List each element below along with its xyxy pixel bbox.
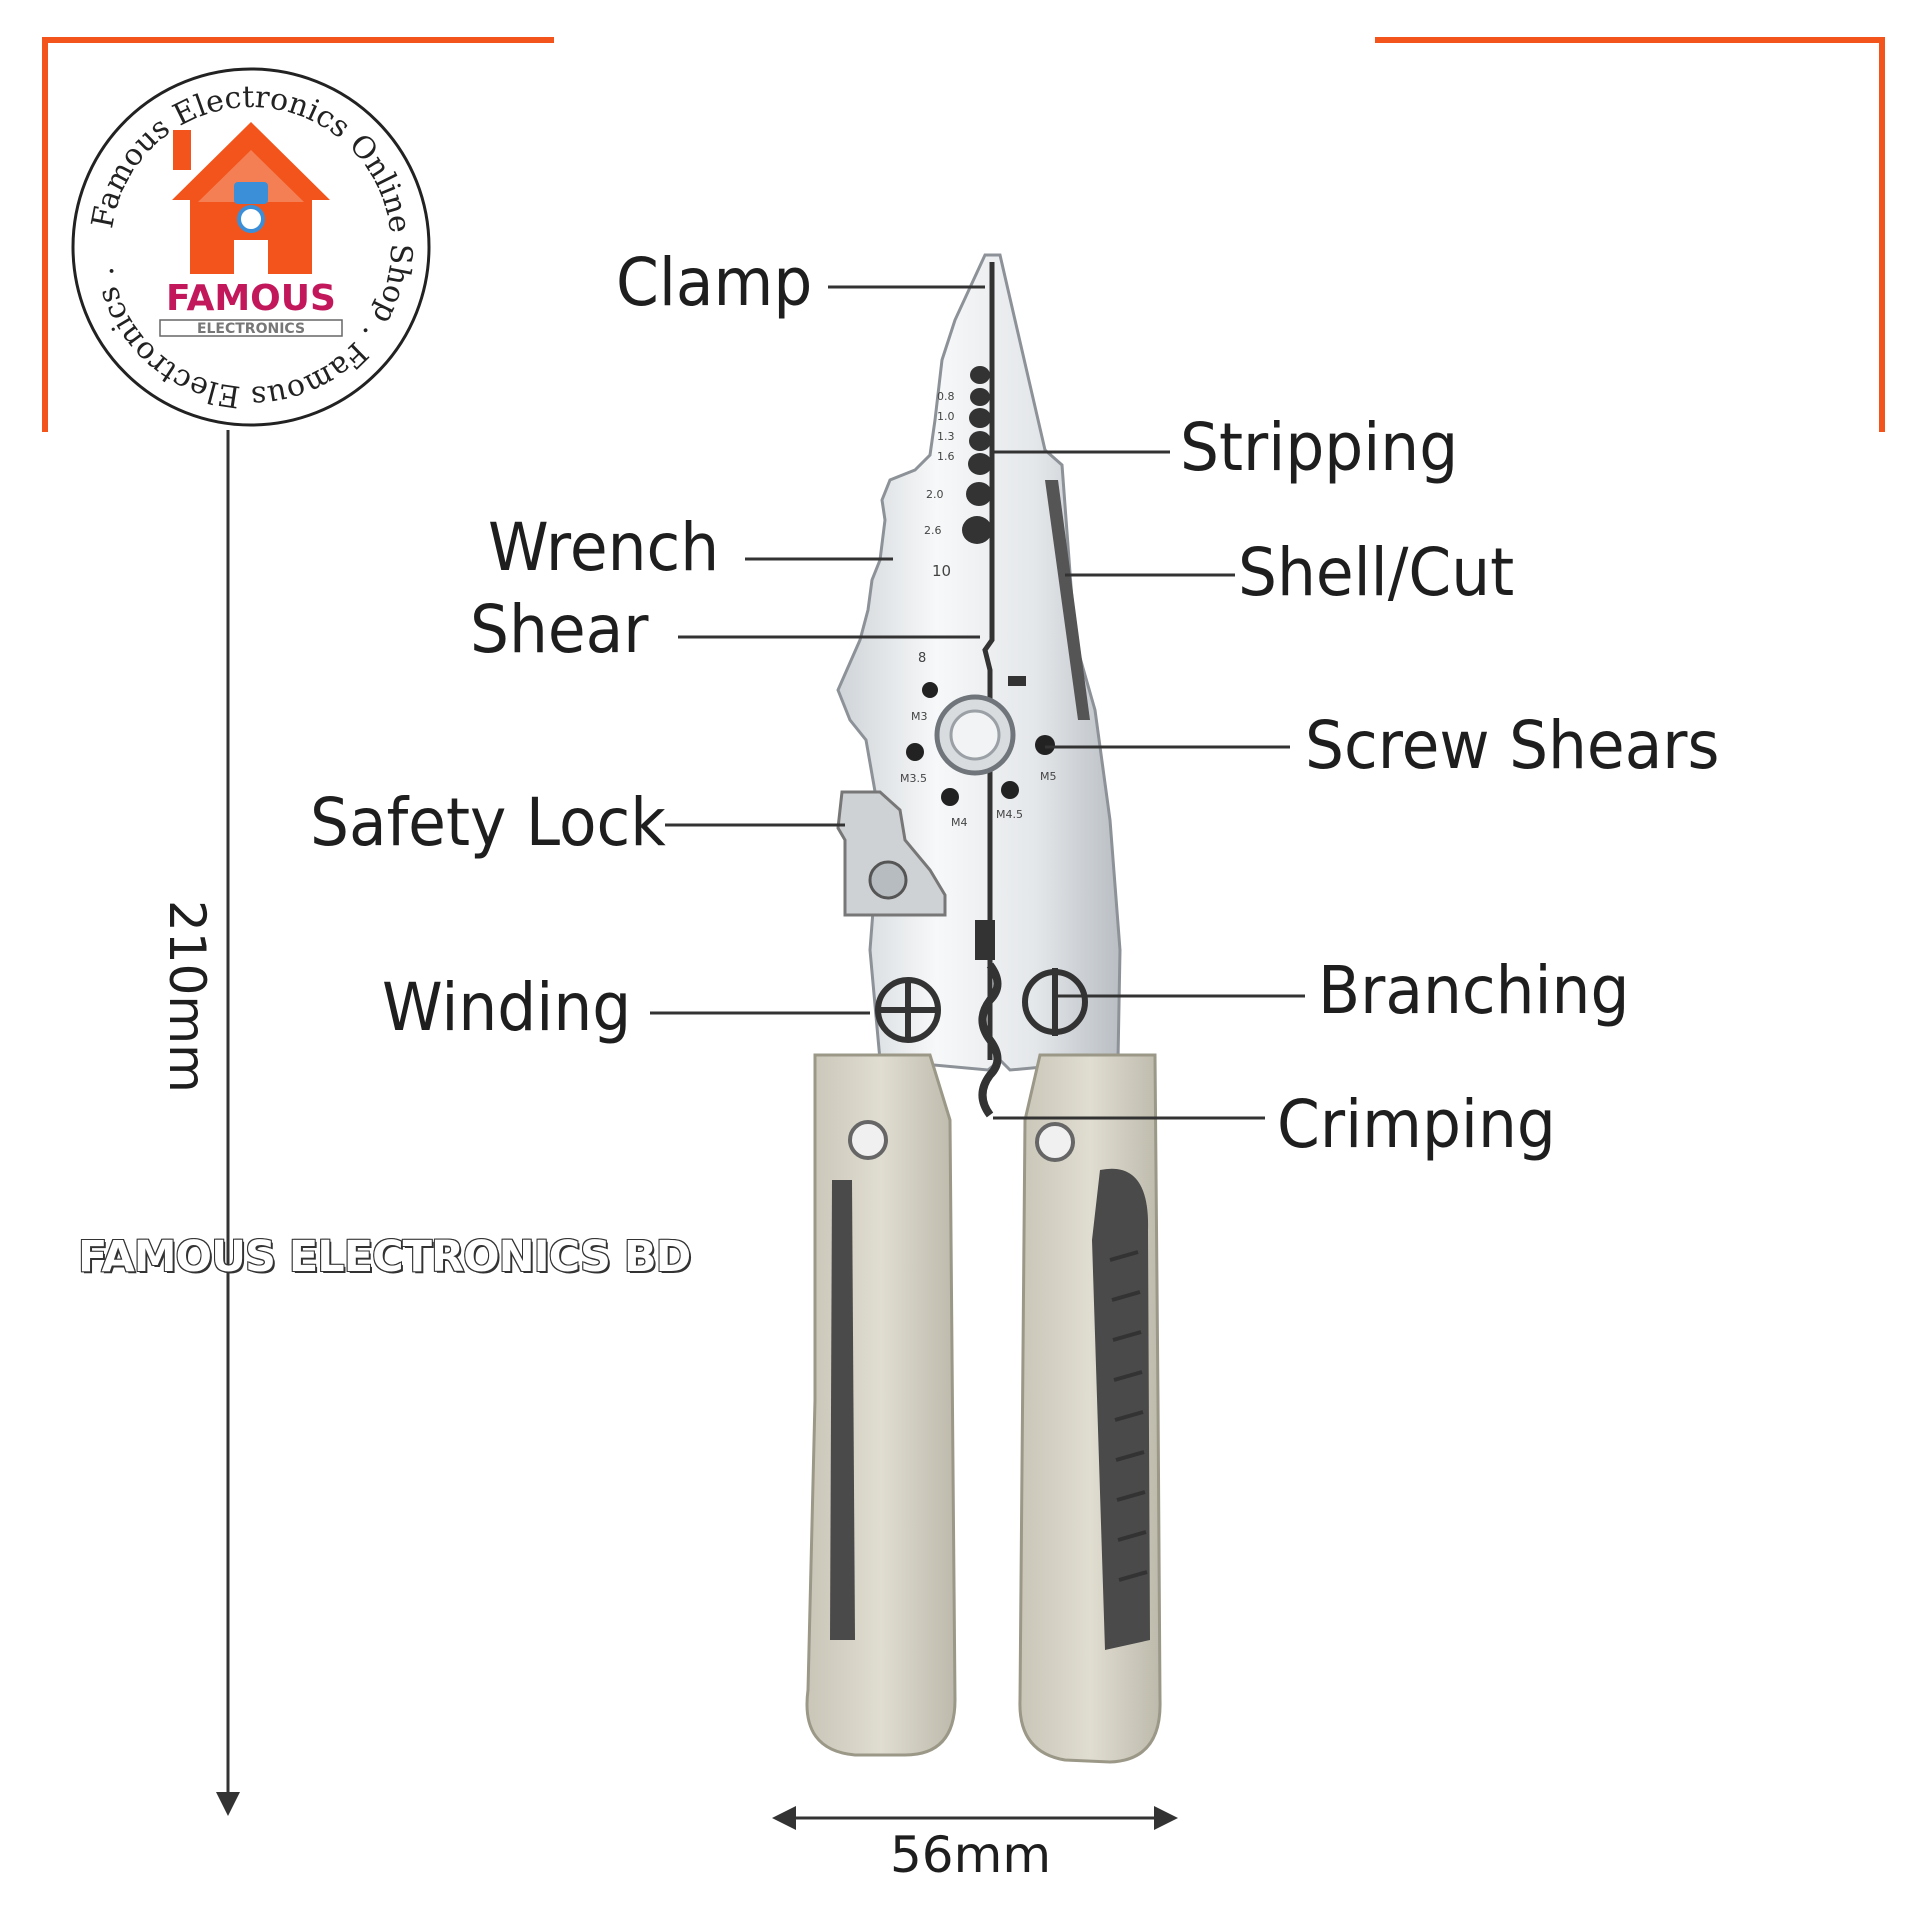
label-safety-lock: Safety Lock xyxy=(310,784,666,861)
height-dimension-arrow xyxy=(216,430,240,1816)
plier-head xyxy=(836,253,1122,1118)
gauge-label: 10 xyxy=(932,562,951,580)
gauge-label: 2.6 xyxy=(924,524,942,537)
height-dimension-label: 210mm xyxy=(158,900,216,1093)
label-shear: Shear xyxy=(470,591,649,668)
gauge-label: 1.0 xyxy=(937,410,955,423)
label-branching: Branching xyxy=(1318,952,1630,1029)
screw-label: M4.5 xyxy=(996,808,1023,821)
right-handle xyxy=(1018,1053,1162,1764)
label-wrench: Wrench xyxy=(488,509,720,586)
leader-lines xyxy=(650,285,1305,1120)
label-shell-cut: Shell/Cut xyxy=(1238,534,1515,611)
label-stripping: Stripping xyxy=(1180,409,1459,486)
corner-bracket-top-right-v xyxy=(1879,37,1885,432)
label-screw-shears: Screw Shears xyxy=(1305,707,1720,784)
screw-label: M3 xyxy=(911,710,928,723)
corner-bracket-top-left-v xyxy=(42,37,48,432)
width-dimension-label: 56mm xyxy=(890,1826,1052,1884)
corner-bracket-top-left-h xyxy=(42,37,554,43)
gauge-label: 1.6 xyxy=(937,450,955,463)
label-winding: Winding xyxy=(382,969,632,1046)
corner-bracket-top-right-h xyxy=(1375,37,1885,43)
shop-logo: Famous Electronics Online Shop . Famous … xyxy=(68,64,431,427)
left-handle xyxy=(805,1053,957,1757)
gauge-label: 1.3 xyxy=(937,430,955,443)
gauge-markings: 0.8 1.0 1.3 1.6 2.0 2.6 10 8 M3 M3.5 M4 … xyxy=(900,390,1057,829)
label-clamp: Clamp xyxy=(616,244,813,321)
screw-label: M3.5 xyxy=(900,772,927,785)
logo-sub-brand: ELECTRONICS xyxy=(197,321,305,337)
screw-label: 8 xyxy=(918,651,926,666)
house-icon xyxy=(172,122,330,274)
screw-label: M4 xyxy=(951,816,968,829)
gauge-label: 2.0 xyxy=(926,488,944,501)
logo-brand: FAMOUS xyxy=(166,278,336,319)
label-crimping: Crimping xyxy=(1277,1086,1556,1163)
gauge-label: 0.8 xyxy=(937,390,955,403)
screw-label: M5 xyxy=(1040,770,1057,783)
shop-watermark: FAMOUS ELECTRONICS BD xyxy=(77,1231,692,1283)
width-dimension-arrow xyxy=(772,1806,1178,1830)
